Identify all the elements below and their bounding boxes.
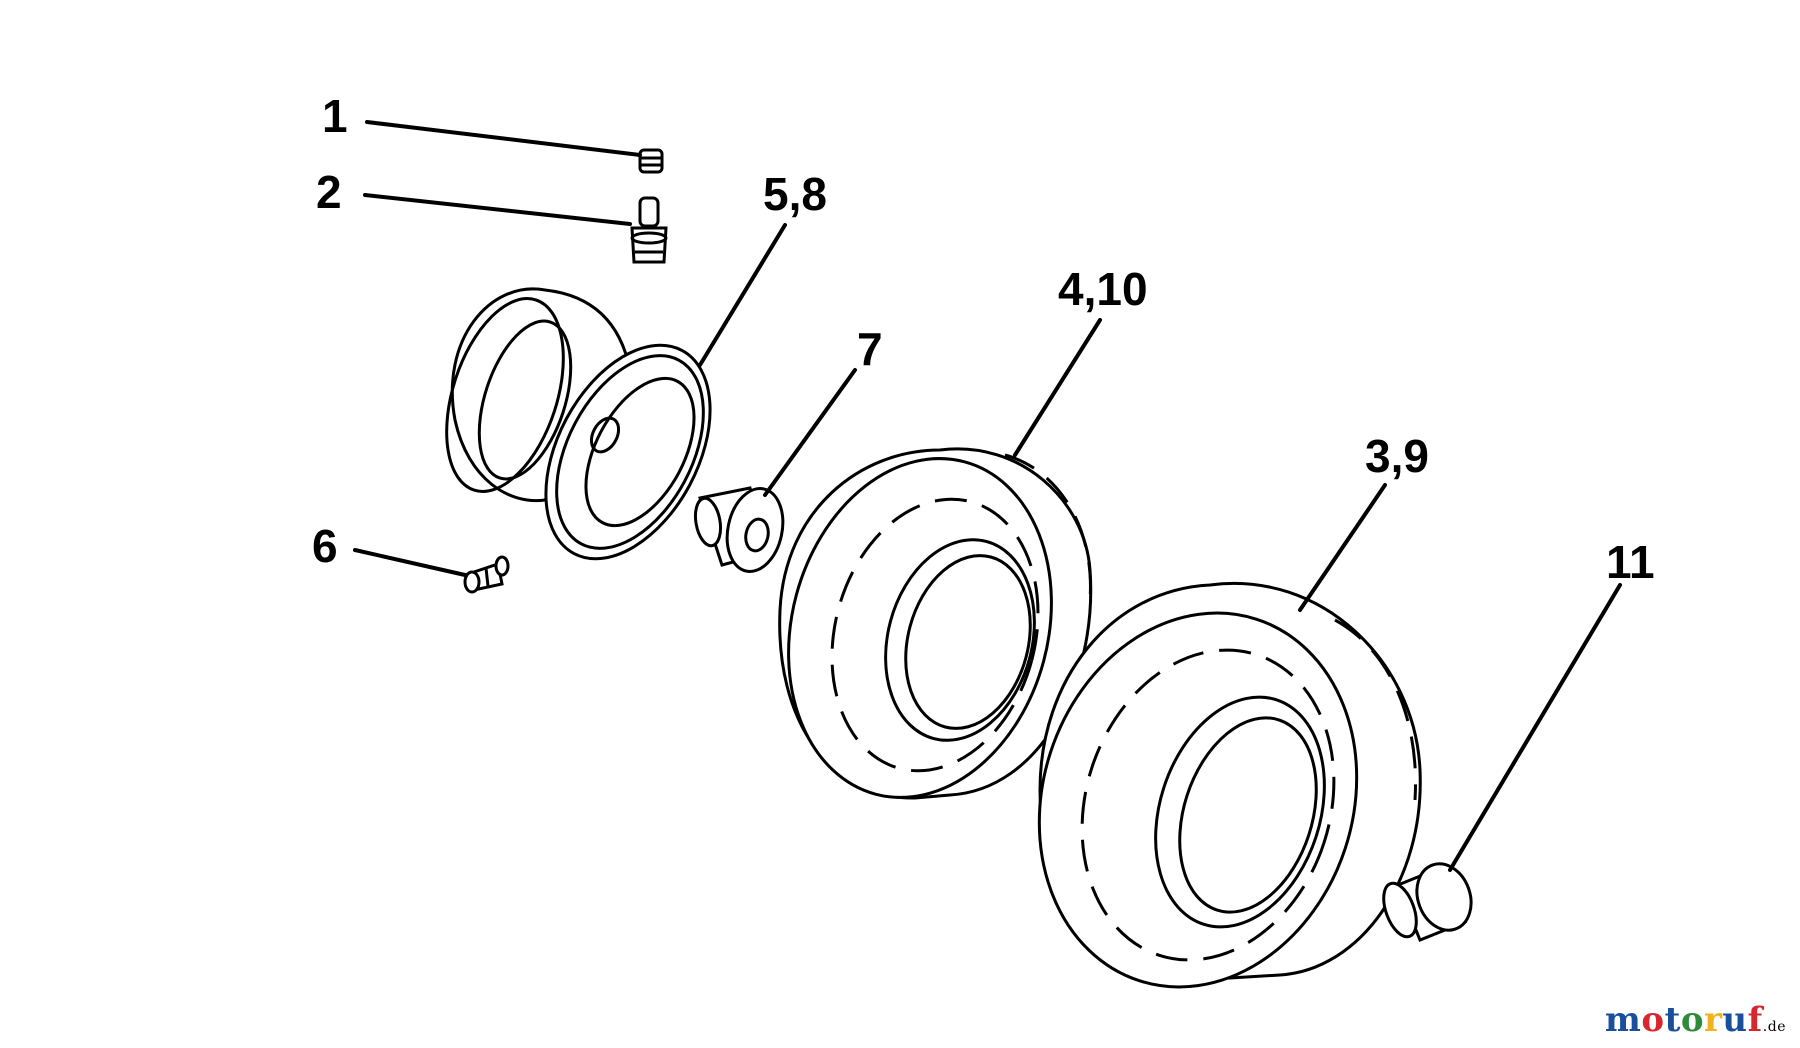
part-tire-rear — [1037, 581, 1422, 989]
watermark-letter: r — [1704, 1000, 1723, 1040]
leader-lines — [353, 120, 1622, 872]
part-cap — [1382, 862, 1473, 942]
part-bushing — [693, 486, 785, 573]
callout-11: 11 — [1606, 536, 1655, 588]
callout-1: 1 — [322, 90, 348, 142]
watermark-letter: f — [1747, 1000, 1763, 1040]
watermark-letter: o — [1680, 1000, 1704, 1040]
part-rim — [445, 287, 712, 561]
watermark-letter: u — [1722, 1000, 1748, 1040]
callout-3-9: 3,9 — [1365, 430, 1429, 482]
callout-4-10: 4,10 — [1058, 263, 1148, 315]
callout-6: 6 — [312, 520, 338, 572]
watermark-letter: o — [1641, 1000, 1665, 1040]
part-valve-stem — [630, 196, 668, 264]
callout-2: 2 — [316, 166, 342, 218]
part-tire-front — [778, 447, 1093, 800]
watermark-letter: m — [1604, 1000, 1642, 1040]
part-bolt — [463, 555, 510, 594]
part-valve-cap — [638, 148, 664, 174]
callout-7: 7 — [857, 323, 883, 375]
watermark-logo: motoruf.de — [1605, 1000, 1786, 1040]
watermark-suffix: .de — [1762, 1019, 1786, 1035]
watermark-letter: t — [1664, 1000, 1681, 1040]
watermark-text: motoruf — [1605, 1000, 1763, 1040]
callout-5-8: 5,8 — [763, 168, 827, 220]
